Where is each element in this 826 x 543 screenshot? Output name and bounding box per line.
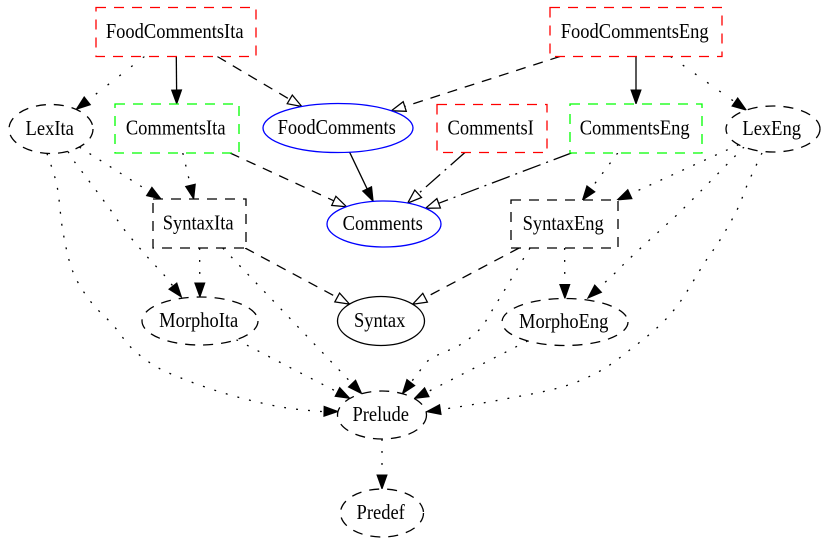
svg-text:LexEng: LexEng <box>742 116 801 140</box>
svg-text:CommentsIta: CommentsIta <box>126 116 226 140</box>
svg-text:Syntax: Syntax <box>354 308 406 332</box>
svg-text:FoodComments: FoodComments <box>278 115 396 139</box>
svg-text:Predef: Predef <box>357 500 406 524</box>
svg-text:SyntaxEng: SyntaxEng <box>523 211 604 235</box>
svg-text:LexIta: LexIta <box>26 116 75 140</box>
svg-text:CommentsI: CommentsI <box>448 116 534 140</box>
svg-text:FoodCommentsIta: FoodCommentsIta <box>106 19 244 43</box>
svg-text:Comments: Comments <box>343 211 423 235</box>
svg-text:MorphoIta: MorphoIta <box>159 308 238 332</box>
svg-text:SyntaxIta: SyntaxIta <box>163 211 234 235</box>
svg-text:Prelude: Prelude <box>352 402 409 426</box>
svg-text:FoodCommentsEng: FoodCommentsEng <box>561 19 709 43</box>
svg-text:MorphoEng: MorphoEng <box>519 309 609 333</box>
svg-text:CommentsEng: CommentsEng <box>580 116 690 140</box>
